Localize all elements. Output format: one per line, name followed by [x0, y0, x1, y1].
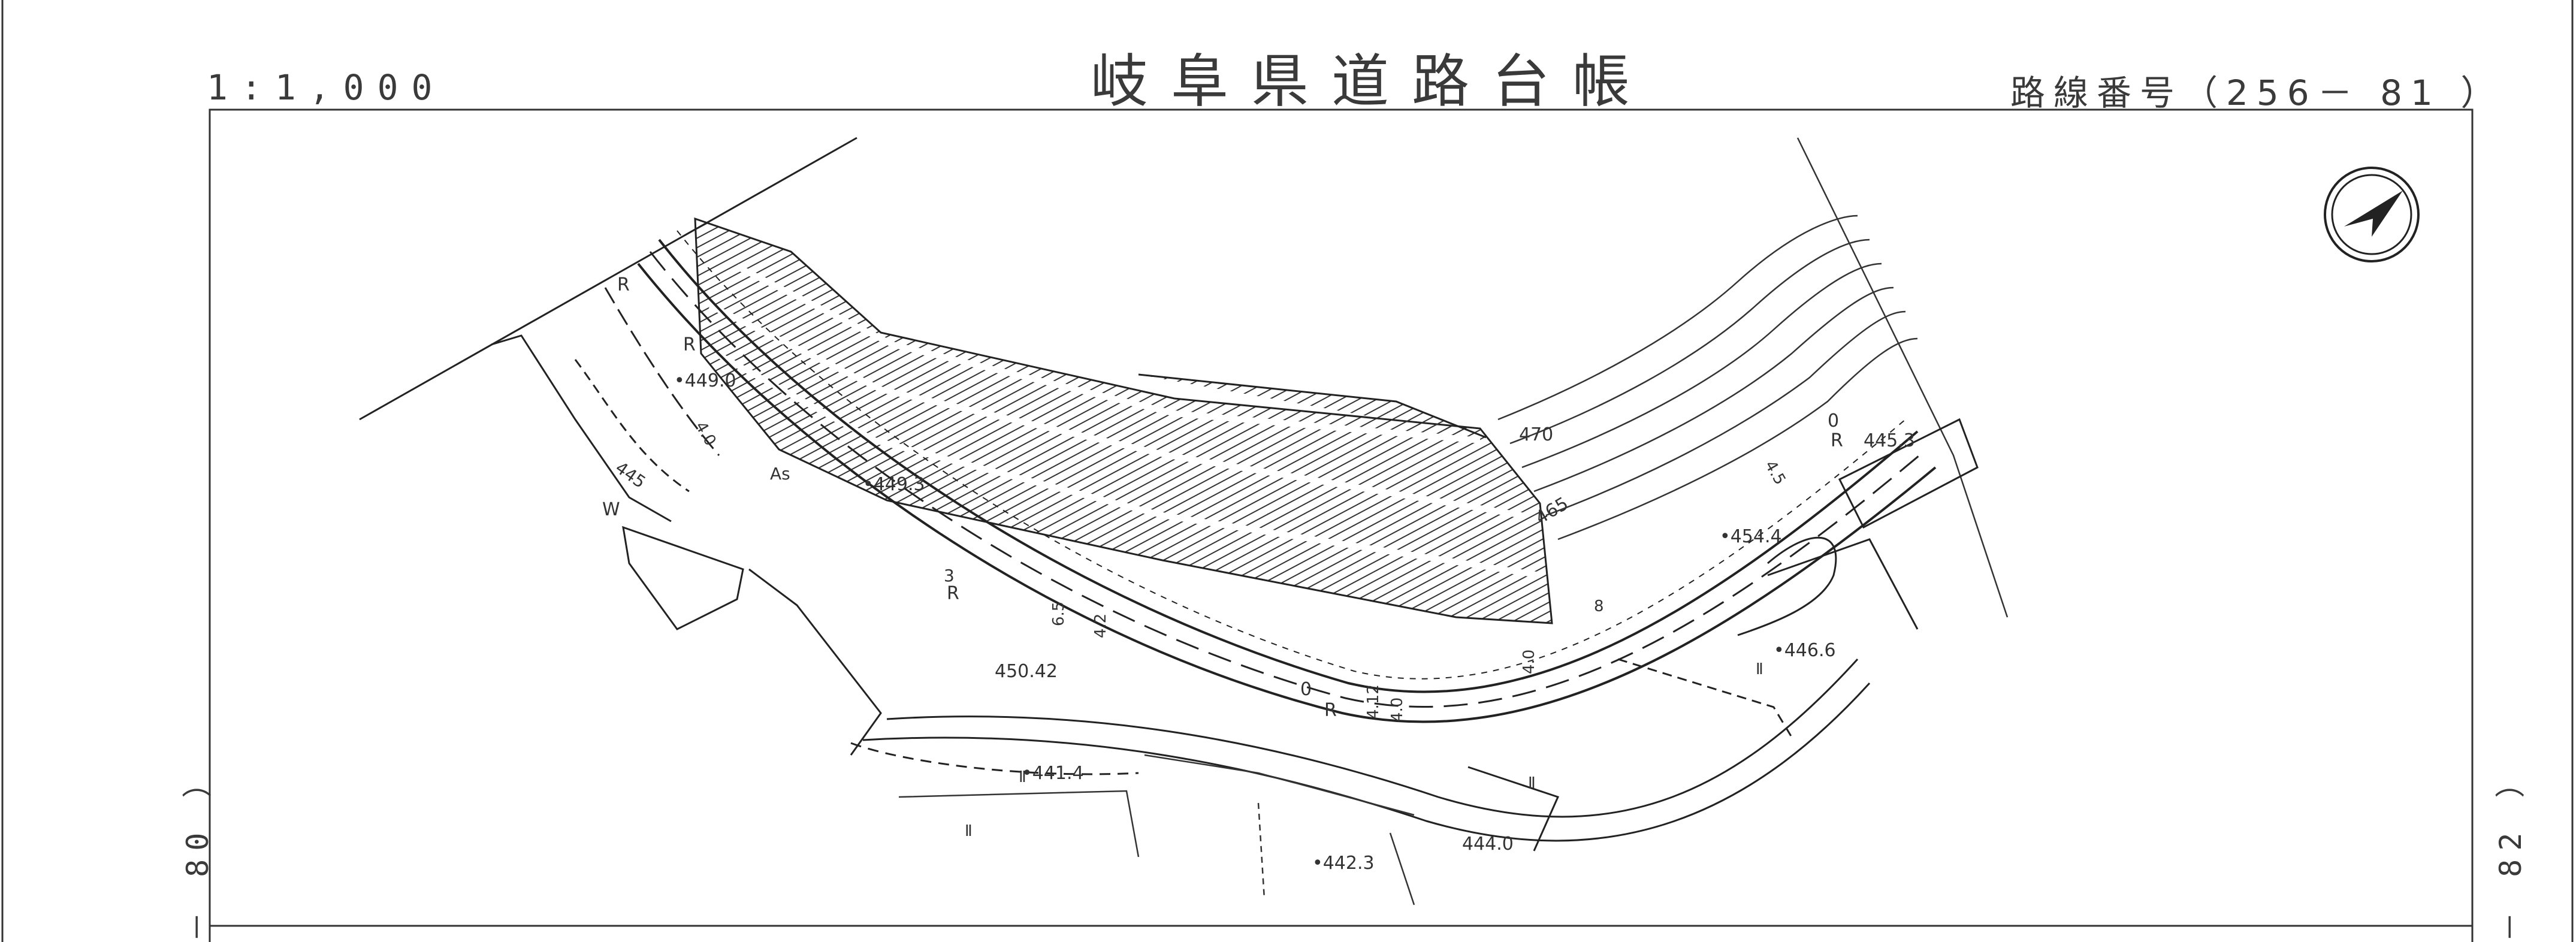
contour-label: 470 — [1519, 424, 1553, 445]
paddy-symbol: Ⅱ — [965, 822, 973, 840]
map-mark: R — [683, 334, 696, 355]
main-road — [637, 230, 1937, 723]
elevation-label: •446.6 — [1774, 640, 1836, 661]
dimension-label: 4.0 — [691, 419, 720, 449]
slope-berm-1 — [735, 264, 1481, 443]
slope-berm-2 — [708, 303, 1523, 518]
map-mark: As — [770, 464, 790, 484]
contour-label: 445 — [612, 458, 650, 493]
page-title: 岐阜県道路台帳 — [1091, 48, 1653, 115]
contour-lines — [1497, 137, 2009, 618]
map-mark: R — [617, 274, 630, 295]
dimension-label: 4.12 — [1364, 684, 1382, 719]
elevation-label: 445.3 — [1864, 430, 1915, 451]
slope-hatching — [694, 217, 1553, 624]
map-frame — [209, 108, 2474, 942]
elevation-label: •441.4 — [1022, 763, 1084, 784]
map-mark: R — [1324, 700, 1337, 721]
elevation-label: 450.42 — [995, 661, 1058, 682]
lower-fields — [898, 754, 1415, 905]
slope-hatch-block — [694, 217, 1553, 624]
dimension-label: 4.2 — [1092, 614, 1110, 638]
elevation-label: •449.3 — [863, 474, 925, 495]
left-parcels — [359, 137, 882, 756]
side-road — [850, 536, 1871, 842]
elevation-label: •449.0 — [674, 370, 736, 391]
map-mark: 0 — [1828, 410, 1839, 431]
elevation-label: 444.0 — [1462, 834, 1514, 855]
paddy-symbol: Ⅱ — [1528, 774, 1536, 792]
slope-hatch-cap — [1138, 373, 1487, 439]
map-drawing: •449.0 •449.3 450.42 •441.4 •442.3 444.0… — [359, 137, 2420, 905]
paddy-symbol: Ⅱ — [1756, 660, 1763, 678]
route-number: 路線番号（256－ 81 ） — [2010, 73, 2504, 113]
map-mark: R — [947, 583, 959, 604]
dimension-label: 4.0 — [1388, 698, 1406, 722]
scale-label: 1:1,000 — [207, 67, 446, 108]
elevation-label: •454.4 — [1720, 526, 1782, 547]
map-mark: W — [602, 499, 620, 520]
map-mark: 0 — [1300, 679, 1312, 700]
paddy-symbol: Ⅱ — [1019, 768, 1026, 786]
map-mark: R — [1831, 430, 1843, 451]
map-mark: 3 — [944, 566, 955, 585]
dimension-label: 6.5 — [1050, 602, 1068, 626]
dimension-label: 4.5 — [1761, 458, 1789, 488]
right-parcels — [1467, 418, 1979, 852]
north-arrow-icon — [2324, 167, 2420, 262]
dimension-label: 4.0 — [1520, 650, 1538, 674]
dimension-label: 8 — [1594, 597, 1604, 615]
slope-berm-3 — [714, 351, 1541, 578]
elevation-label: •442.3 — [1312, 853, 1375, 874]
